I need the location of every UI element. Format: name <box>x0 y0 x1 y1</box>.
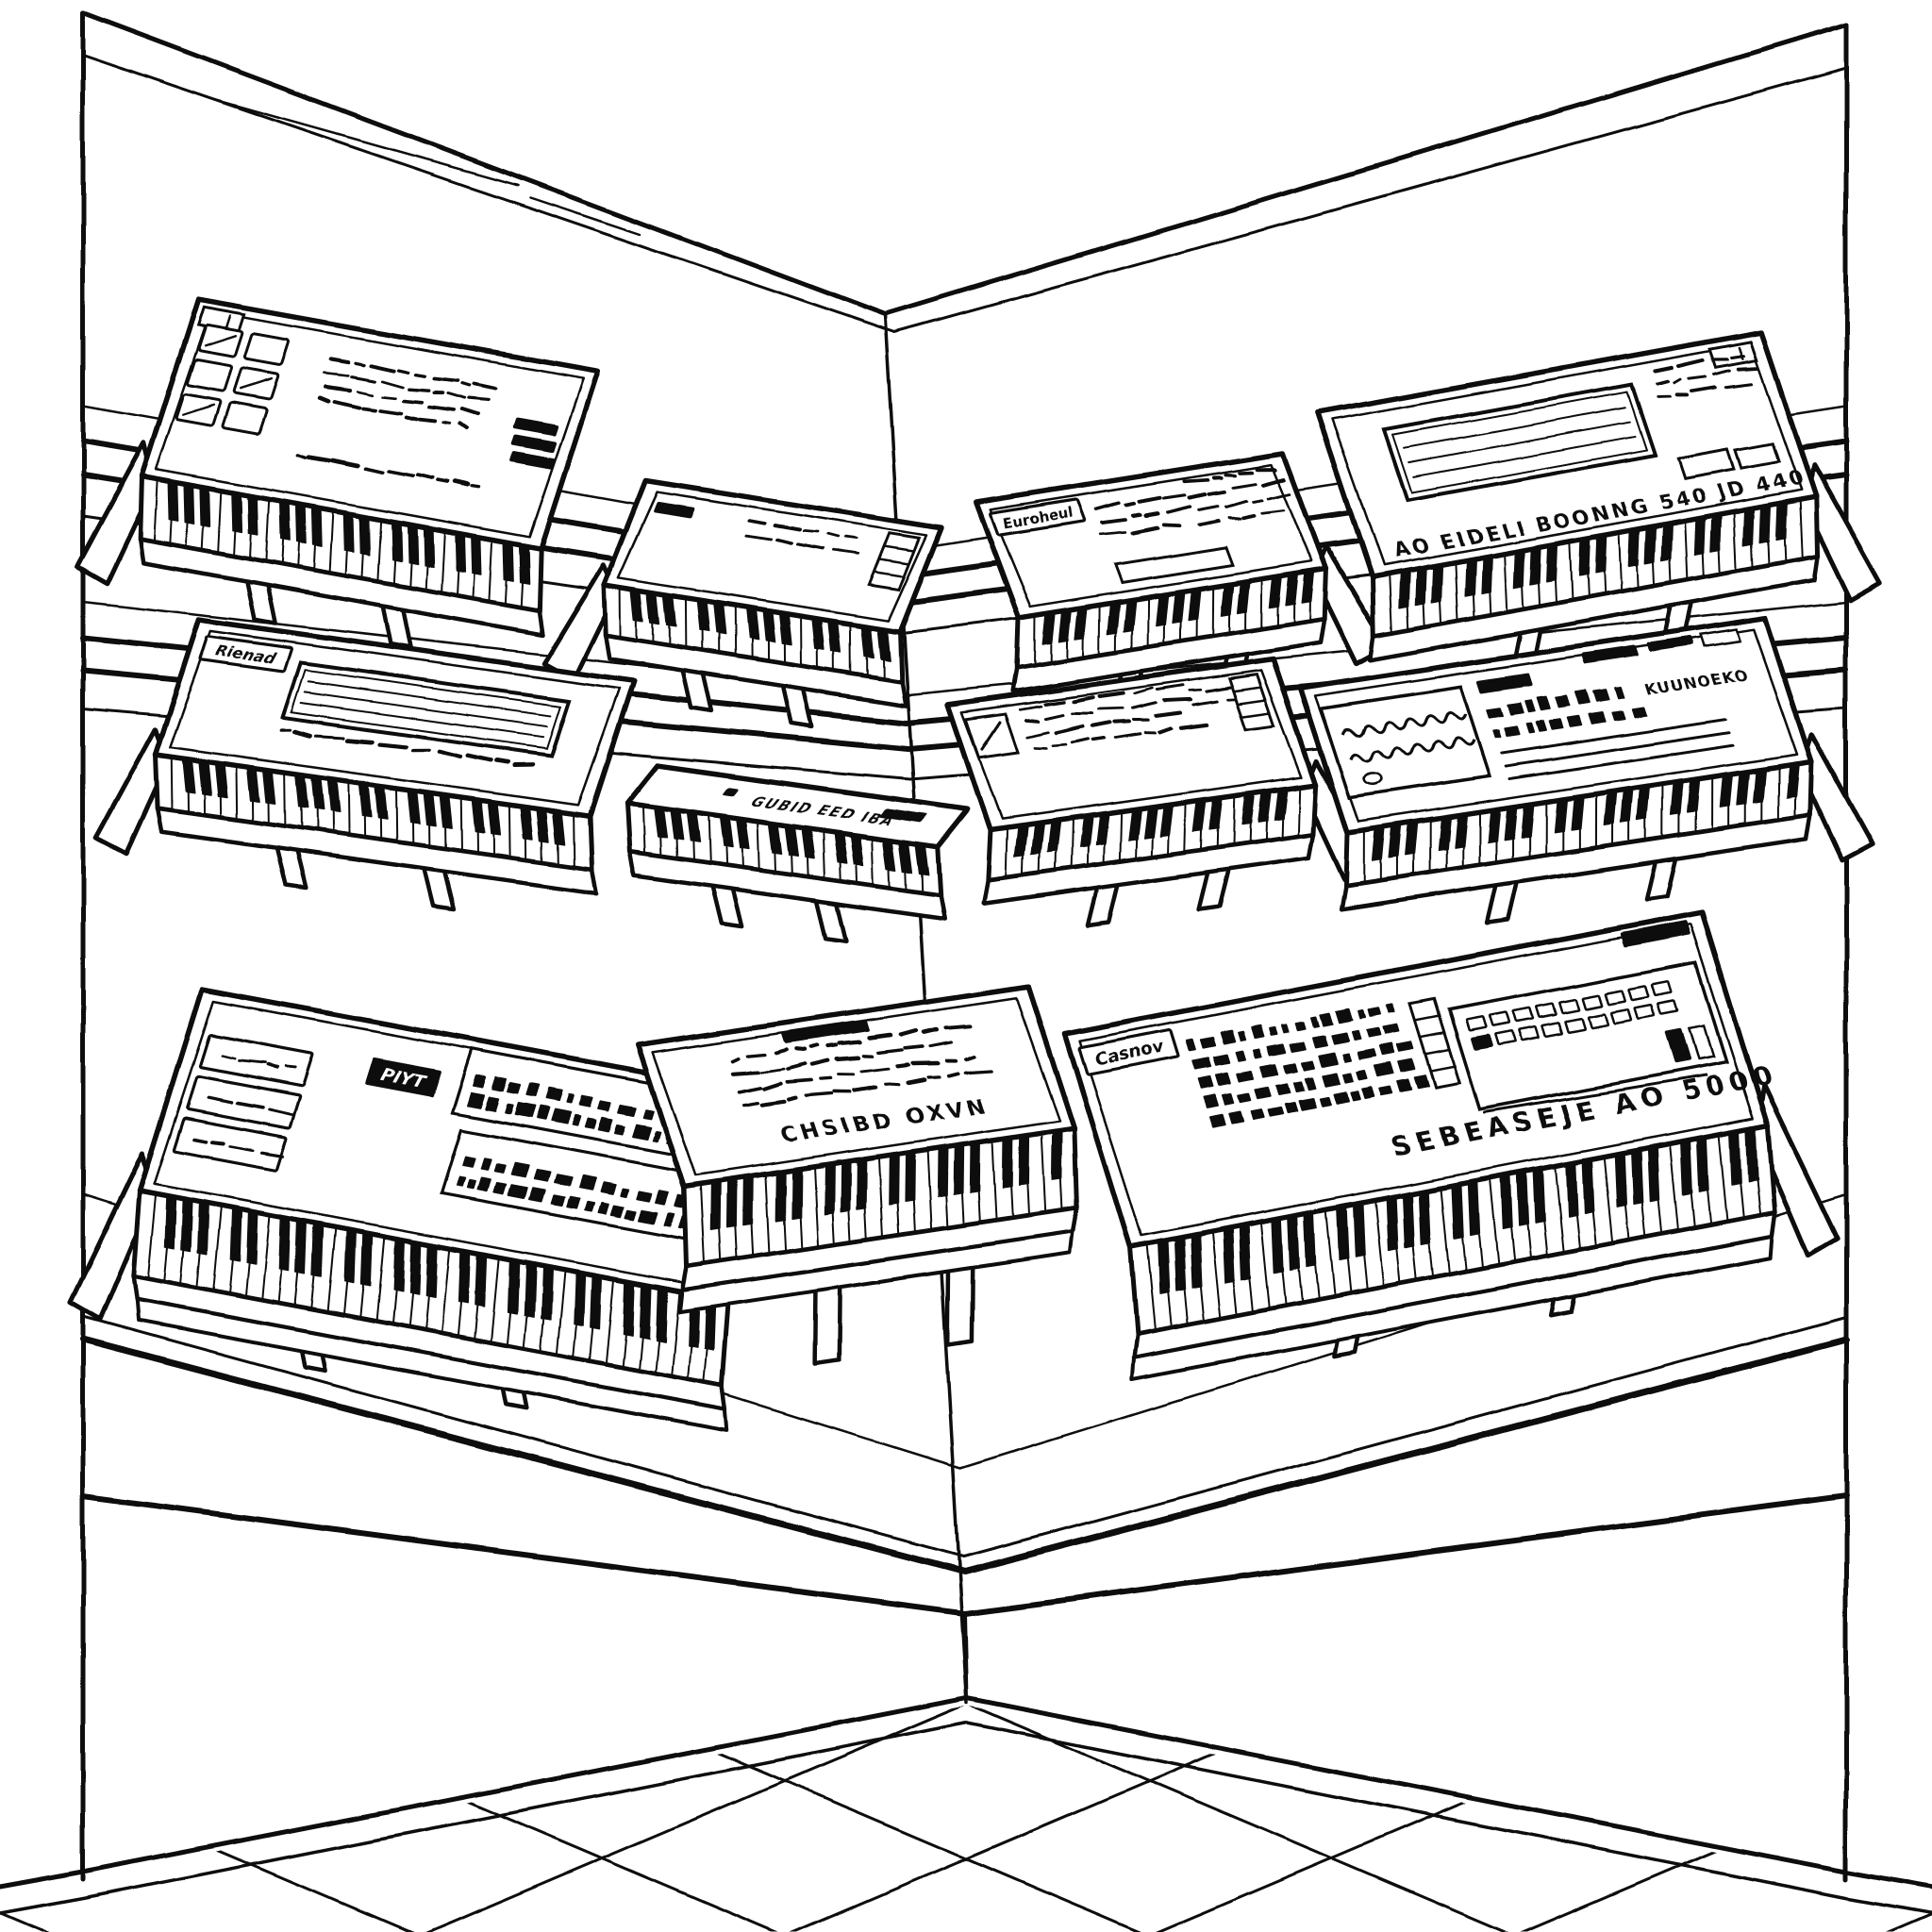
panel-scribble-text <box>744 519 860 556</box>
panel-scribble-dense <box>1019 684 1209 750</box>
slider-boxes <box>172 1033 315 1172</box>
front-rail <box>603 632 908 708</box>
front-rail <box>1339 813 1813 912</box>
control-panel: GUBID EED IBA <box>625 763 971 850</box>
strip-box <box>1113 545 1234 585</box>
top-strip-bar <box>781 1020 870 1044</box>
panel-scribble-text <box>317 357 498 431</box>
pad-buttons <box>175 324 291 436</box>
control-panel: CHSIBD OXVN <box>635 984 1077 1190</box>
piano-keys <box>153 752 595 873</box>
front-rail <box>155 806 599 895</box>
control-panel: Euroheul <box>973 451 1329 621</box>
front-rail <box>1010 617 1327 694</box>
logo-bar <box>653 501 695 519</box>
panel-content: KUUNOEKO <box>1318 627 1750 800</box>
control-panel: Rienad <box>153 617 637 819</box>
control-panel <box>945 656 1319 833</box>
wave-box <box>1318 685 1492 800</box>
control-panel <box>601 477 944 635</box>
keyboard-top-shelf-left-small <box>541 477 944 729</box>
small-boxes <box>1675 441 1781 480</box>
panel-scribble-right <box>1182 468 1291 526</box>
front-rail <box>137 537 545 638</box>
panel-content <box>175 306 558 490</box>
piano-keys <box>681 1125 1079 1270</box>
connector-panel <box>1226 673 1276 731</box>
piano-keys <box>1127 1123 1777 1337</box>
control-panel: KUUNOEKO <box>1297 615 1815 835</box>
keyboard-top-shelf-left-large <box>75 296 601 650</box>
glyph-box <box>964 711 1022 759</box>
control-panel <box>139 296 601 551</box>
button-block-lower <box>439 1127 757 1250</box>
logo-bar <box>722 787 739 797</box>
keyboard-middle-shelf-right-large: KUUNOEKO <box>1297 615 1874 925</box>
panel-content: Rienad <box>198 635 573 767</box>
screen-display <box>1381 382 1657 503</box>
keyboard-top-shelf-right-first: Euroheul <box>973 451 1390 714</box>
front-rail <box>981 832 1316 907</box>
panel-content <box>964 673 1276 759</box>
panel-scribble-dense <box>730 1024 994 1108</box>
glyph-rows <box>1486 686 1648 740</box>
glyph-rows <box>1186 1003 1430 1128</box>
connector-panel <box>1408 997 1462 1089</box>
base-rail <box>1130 1234 1774 1382</box>
piano-keys <box>1014 566 1329 671</box>
panel-scribble-line <box>296 453 482 490</box>
panel-content <box>653 501 922 591</box>
panel-scribble-line <box>280 728 536 767</box>
keyboard-counter-middle: CHSIBD OXVN <box>635 984 1079 1366</box>
front-rail <box>1368 554 1820 663</box>
keyboard-middle-shelf-left-large: Rienad <box>93 617 637 911</box>
front-rail <box>627 849 947 922</box>
keyboard-middle-shelf-right-first <box>945 656 1377 927</box>
keyboard-middle-shelf-left-flat: GUBID EED IBA <box>625 763 971 944</box>
keyboard-top-shelf-right-large: AO EIDELI BOONNG 540 JD 440 <box>1315 329 1883 674</box>
top-strip <box>1581 627 1741 665</box>
divider-line <box>1483 1074 1707 1114</box>
piano-keys <box>625 801 943 898</box>
section-bar <box>1476 673 1533 693</box>
base-rail <box>134 1297 729 1433</box>
piano-keys <box>1342 759 1814 889</box>
badge-label: PIYT <box>365 1058 441 1098</box>
panel-content: Euroheul <box>989 468 1291 585</box>
accent-bar <box>879 808 928 824</box>
stand-legs <box>679 665 814 729</box>
panel-scribble-left <box>1094 493 1192 536</box>
connector-panel <box>867 531 922 591</box>
base-rail <box>677 1229 1074 1314</box>
display-counter <box>79 1192 1850 1700</box>
small-blocks <box>1664 1024 1715 1065</box>
display-bars <box>509 417 558 470</box>
button-grid-box <box>1447 960 1729 1111</box>
floor-baseboard <box>0 1695 1932 1915</box>
screen-display <box>280 660 573 758</box>
panel-scribble-text <box>1653 354 1759 399</box>
lines-block <box>1500 718 1736 781</box>
brand-label: Rienad <box>198 635 293 674</box>
top-right-badge <box>1620 920 1691 947</box>
